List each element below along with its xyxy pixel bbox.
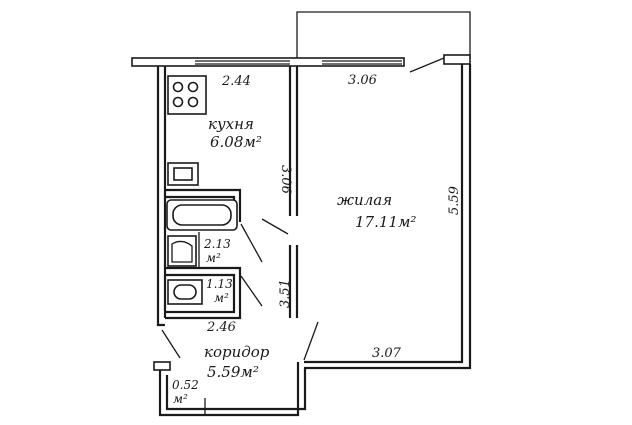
partition-walls: [161, 66, 319, 414]
sink-icon: [167, 162, 199, 186]
dim-living-top: 3.06: [348, 73, 377, 88]
toilet-icon: [167, 279, 203, 305]
bathroom-area: 2.13: [203, 237, 231, 251]
living-area: 17.11м²: [355, 213, 416, 231]
bathtub-icon: [166, 199, 238, 231]
top-wall: [131, 54, 471, 73]
outer-walls: [153, 64, 472, 417]
kitchen-area: 6.08м²: [210, 133, 262, 151]
dim-kitchen-side: 3.06: [278, 165, 293, 194]
dim-living-bottom: 3.07: [372, 346, 402, 361]
closet-area: 0.52: [172, 378, 199, 392]
toilet-area: 1.13: [206, 277, 233, 291]
dim-bottom-left: 2.46: [206, 320, 236, 335]
corridor-area: 5.59м²: [207, 363, 259, 381]
closet-area-unit: м²: [173, 392, 188, 406]
dim-bath-side: 3.51: [278, 279, 293, 308]
corridor-name: коридор: [204, 343, 270, 361]
living-name: жилая: [337, 191, 392, 209]
balcony: [296, 11, 471, 58]
dim-living-side: 5.59: [447, 186, 462, 215]
stove-icon: [167, 75, 207, 115]
kitchen-name: кухня: [208, 115, 254, 133]
toilet-area-unit: м²: [214, 291, 229, 305]
bathroom-area-unit: м²: [206, 251, 221, 265]
washbasin-icon: [167, 235, 197, 267]
dim-kitchen-top: 2.44: [221, 74, 251, 89]
